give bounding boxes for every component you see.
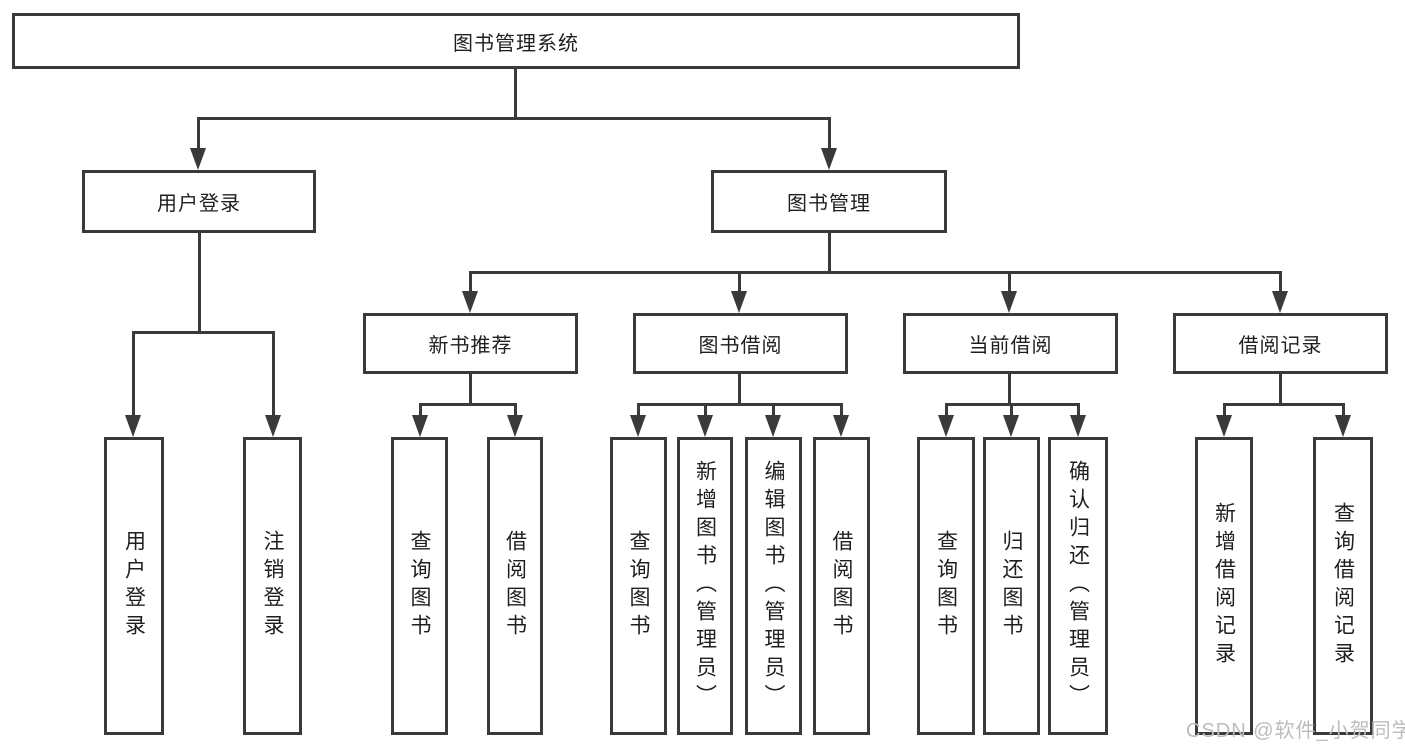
arrowhead-down-icon xyxy=(507,415,523,437)
connector-line xyxy=(1223,403,1344,406)
node-book-borrowing-label: 图书借阅 xyxy=(698,335,783,357)
connector-line xyxy=(1077,403,1080,418)
arrowhead-down-icon xyxy=(462,291,478,313)
leaf-nbr-borrow-books-label: 借阅图书 xyxy=(503,530,527,642)
connector-line xyxy=(945,403,948,418)
arrowhead-down-icon xyxy=(833,415,849,437)
connector-line xyxy=(514,68,517,119)
connector-line xyxy=(1223,403,1226,418)
leaf-bb-borrow-books: 借阅图书 xyxy=(813,437,870,735)
node-user-login: 用户登录 xyxy=(82,170,316,233)
connector-line xyxy=(197,117,831,120)
arrowhead-down-icon xyxy=(1001,291,1017,313)
connector-line xyxy=(469,271,1282,274)
connector-line xyxy=(1342,403,1345,418)
node-user-login-label: 用户登录 xyxy=(157,193,241,215)
leaf-br-add-record-label: 新增借阅记录 xyxy=(1212,502,1236,670)
connector-line xyxy=(419,403,422,418)
leaf-bb-query-books-label: 查询图书 xyxy=(627,530,650,642)
node-borrow-records: 借阅记录 xyxy=(1173,313,1388,374)
leaf-nbr-query-books-label: 查询图书 xyxy=(408,530,431,642)
node-book-management: 图书管理 xyxy=(711,170,947,233)
leaf-br-query-record-label: 查询借阅记录 xyxy=(1331,502,1355,670)
connector-line xyxy=(738,271,741,294)
leaf-nbr-borrow-books: 借阅图书 xyxy=(487,437,543,735)
leaf-nbr-query-books: 查询图书 xyxy=(391,437,448,735)
leaf-bb-add-books: 新增图书（管理员） xyxy=(677,437,733,735)
leaf-cb-query-books: 查询图书 xyxy=(917,437,975,735)
connector-line xyxy=(132,331,275,334)
node-borrow-records-label: 借阅记录 xyxy=(1238,335,1323,357)
arrowhead-down-icon xyxy=(1070,415,1086,437)
leaf-bb-query-books: 查询图书 xyxy=(610,437,667,735)
arrowhead-down-icon xyxy=(1003,415,1019,437)
connector-line xyxy=(1008,373,1011,406)
node-root: 图书管理系统 xyxy=(12,13,1020,69)
arrowhead-down-icon xyxy=(265,415,281,437)
arrowhead-down-icon xyxy=(1335,415,1351,437)
arrowhead-down-icon xyxy=(765,415,781,437)
connector-line xyxy=(637,403,843,406)
connector-line xyxy=(197,117,200,151)
connector-line xyxy=(772,403,775,418)
leaf-br-query-record: 查询借阅记录 xyxy=(1313,437,1373,735)
node-new-book-recommend-label: 新书推荐 xyxy=(428,335,513,357)
node-book-management-label: 图书管理 xyxy=(787,193,871,215)
leaf-logout: 注销登录 xyxy=(243,437,302,735)
node-book-borrowing: 图书借阅 xyxy=(633,313,848,374)
leaf-bb-edit-books-label: 编辑图书（管理员） xyxy=(762,460,785,712)
connector-line xyxy=(514,403,517,418)
connector-line xyxy=(198,232,201,334)
connector-line xyxy=(828,117,831,151)
connector-line xyxy=(469,373,472,406)
leaf-bb-borrow-books-label: 借阅图书 xyxy=(830,530,853,642)
arrowhead-down-icon xyxy=(630,415,646,437)
leaf-cb-confirm-return-label: 确认归还（管理员） xyxy=(1066,460,1090,712)
node-current-borrowing: 当前借阅 xyxy=(903,313,1118,374)
connector-line xyxy=(738,373,741,406)
connector-line xyxy=(1279,271,1282,294)
arrowhead-down-icon xyxy=(1216,415,1232,437)
connector-line xyxy=(1279,373,1282,406)
arrowhead-down-icon xyxy=(731,291,747,313)
leaf-user-login-label: 用户登录 xyxy=(122,530,146,642)
arrowhead-down-icon xyxy=(125,415,141,437)
connector-line xyxy=(637,403,640,418)
leaf-cb-return-books: 归还图书 xyxy=(983,437,1040,735)
leaf-logout-label: 注销登录 xyxy=(261,530,284,642)
connector-line xyxy=(828,232,831,274)
leaf-cb-return-books-label: 归还图书 xyxy=(1000,530,1023,642)
connector-line xyxy=(469,271,472,294)
connector-line xyxy=(272,331,275,417)
arrowhead-down-icon xyxy=(821,148,837,170)
connector-line xyxy=(704,403,707,418)
connector-line xyxy=(1008,271,1011,294)
connector-line xyxy=(1010,403,1013,418)
node-new-book-recommend: 新书推荐 xyxy=(363,313,578,374)
leaf-cb-query-books-label: 查询图书 xyxy=(934,530,958,642)
arrowhead-down-icon xyxy=(697,415,713,437)
csdn-watermark: CSDN @软件_小贺同学 xyxy=(1186,720,1405,742)
connector-line xyxy=(419,403,517,406)
leaf-bb-edit-books: 编辑图书（管理员） xyxy=(745,437,802,735)
leaf-bb-add-books-label: 新增图书（管理员） xyxy=(693,460,717,712)
leaf-br-add-record: 新增借阅记录 xyxy=(1195,437,1253,735)
node-root-label: 图书管理系统 xyxy=(453,32,579,55)
leaf-cb-confirm-return: 确认归还（管理员） xyxy=(1048,437,1108,735)
connector-line xyxy=(132,331,135,417)
arrowhead-down-icon xyxy=(1272,291,1288,313)
arrowhead-down-icon xyxy=(938,415,954,437)
leaf-user-login: 用户登录 xyxy=(104,437,164,735)
connector-line xyxy=(840,403,843,418)
node-current-borrowing-label: 当前借阅 xyxy=(968,335,1053,357)
arrowhead-down-icon xyxy=(412,415,428,437)
arrowhead-down-icon xyxy=(190,148,206,170)
